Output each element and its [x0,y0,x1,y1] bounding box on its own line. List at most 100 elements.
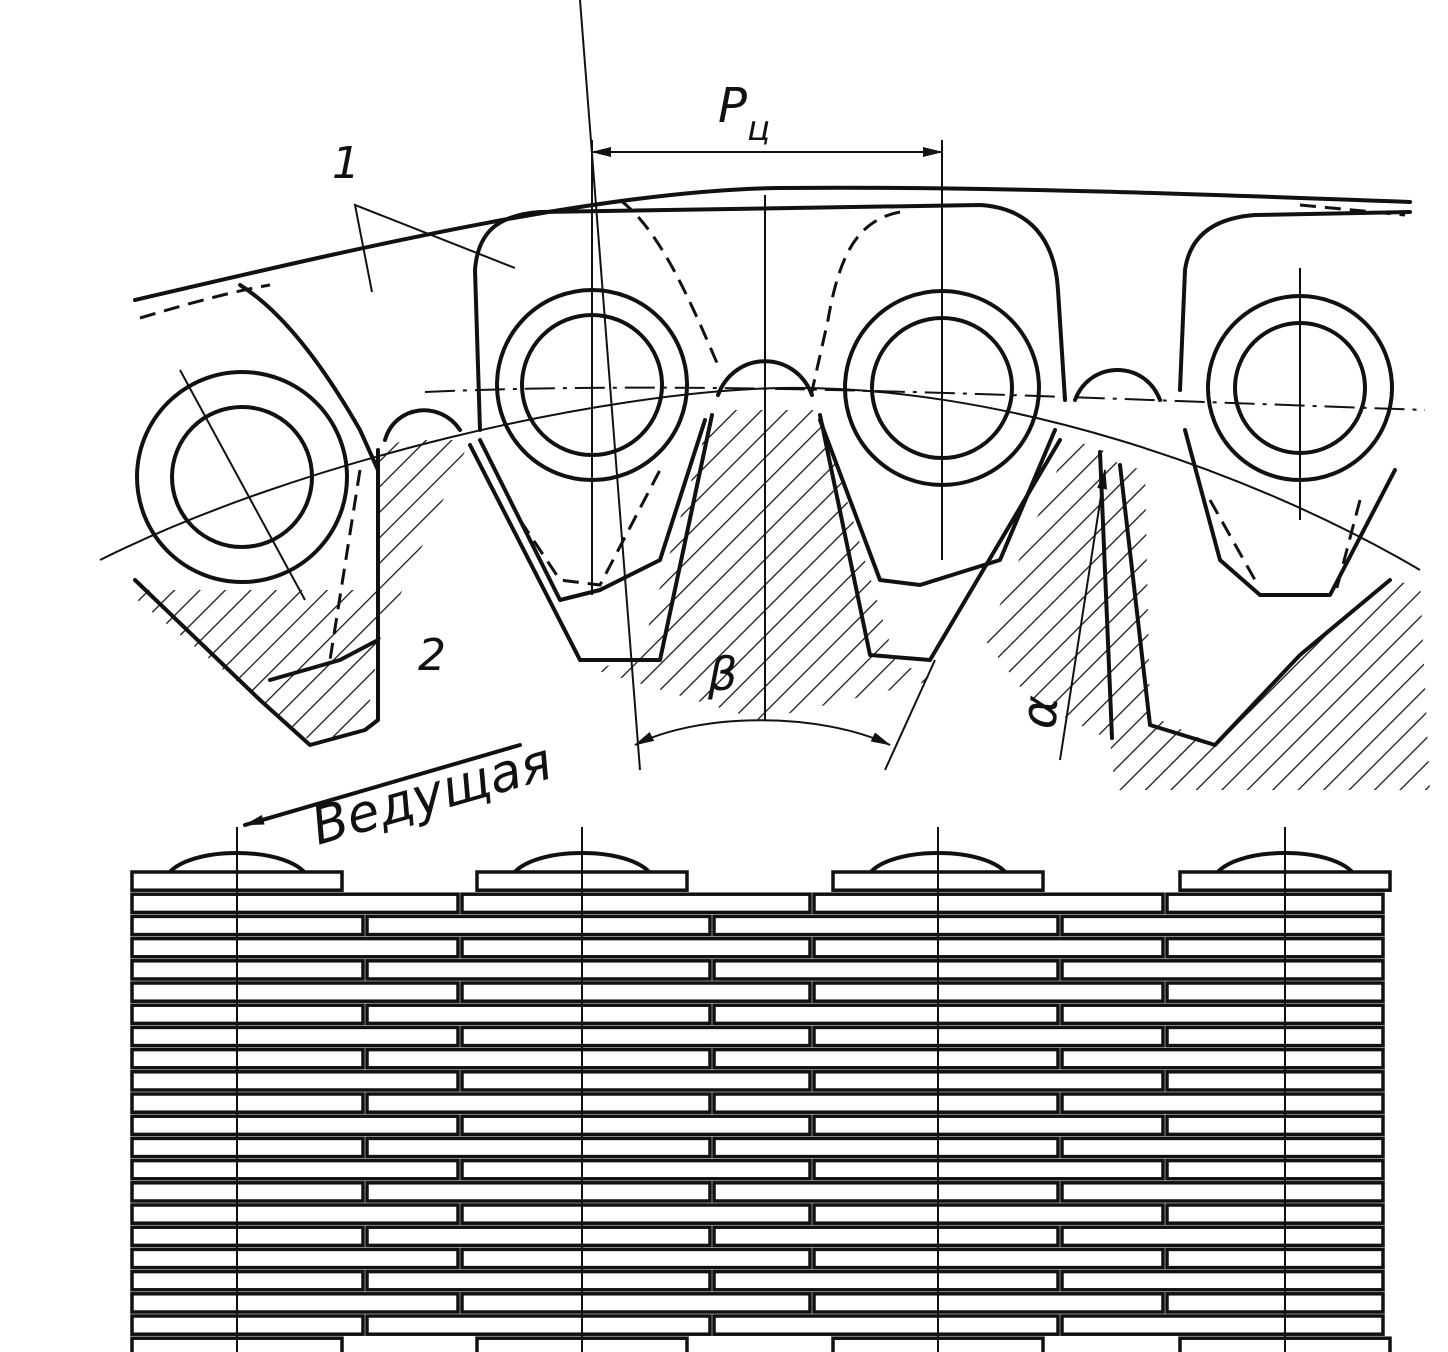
hidden-contour-right [1208,499,1362,596]
joint-inner-ring [170,405,314,549]
chain-center-line [424,386,1426,411]
chain-plate [812,1247,1165,1270]
chain-plate [460,1025,812,1048]
leader-chain [353,203,516,293]
label-sprocket: 2 [418,630,446,681]
chain-plate-right [1178,210,1412,392]
chain-plate [812,1114,1165,1137]
chain-plate [130,1225,365,1248]
chain-plate [460,936,812,959]
chain-plate [460,1070,812,1092]
sprocket-view: Pц 1 2 β α Ведущая [99,0,1430,858]
label-drive: Ведущая [305,732,559,858]
pitch-label: Pц [718,78,770,149]
chain-plate [812,936,1165,959]
chain-plate [712,914,1060,937]
chain-plate-middle [473,203,1067,432]
chain-plate [130,1092,365,1114]
chain-plate [365,1092,712,1114]
hidden-contour-middle-right [808,210,901,401]
chain-plate [460,1247,812,1270]
chain-plate [130,1314,365,1336]
chain-plate [365,1136,712,1159]
chain-plate [712,1225,1060,1248]
chain-plate [1165,1247,1385,1270]
sprocket-tooth-right [985,440,1430,790]
chain-plate [365,1314,712,1336]
chain-plate [365,1003,712,1026]
axis-lines [179,140,1301,720]
chain-plate [460,1292,812,1314]
chain-plate [130,1114,460,1137]
chain-plate [130,1070,460,1092]
tooth-tip-left [383,408,462,442]
chain-plate [1060,1092,1385,1114]
chain-plate [812,1292,1165,1314]
chain-plate [1165,892,1385,915]
chain-plate [1165,1025,1385,1048]
tooth-tip-right [1073,368,1162,402]
chain-plate [130,914,365,937]
chain-plate [712,1092,1060,1114]
chain-plate [460,1114,812,1137]
chain-plate [1060,1181,1385,1203]
alpha-arrow [1059,469,1108,761]
label-flank-angle: α [1009,693,1070,731]
chain-plate [130,936,460,959]
chain-plate [130,1047,365,1070]
drive-direction-arrow [243,743,522,827]
beta-arc [634,719,891,746]
chain-plate [130,1292,460,1314]
joint-outer-ring [135,370,349,584]
chain-plate [365,959,712,981]
chain-plate [460,981,812,1003]
chain-plate [130,1203,460,1225]
chain-plate [812,981,1165,1003]
chain-plate [365,1269,712,1292]
chain-plate-right-tooth [1183,428,1397,597]
chain-plate [1060,1225,1385,1248]
chain-plate-left [238,283,380,682]
chain-plate [130,1003,365,1026]
chain-plate [365,1181,712,1203]
chain-plate [130,892,460,915]
chain-plate [1060,1047,1385,1070]
chain-plate [812,892,1165,915]
hidden-contour-left [328,469,362,661]
chain-plate [812,1070,1165,1092]
chain-plate [812,1025,1165,1048]
chain-plate-middle-tooth-right [818,418,1057,587]
chain-plate [812,1203,1165,1225]
chain-plate [712,1269,1060,1292]
beta-line-right [884,659,936,771]
chain-plate [1165,1114,1385,1137]
chain-plate [1165,1158,1385,1181]
chain-plate [712,1181,1060,1203]
chain-plate [712,1136,1060,1159]
chain-plate [1060,1314,1385,1336]
chain-outer-contour [133,185,1412,302]
chain-plate [1165,1292,1385,1314]
chain-plate [130,981,460,1003]
hidden-contour-middle-left [619,198,722,371]
chain-plate [1165,1203,1385,1225]
chain-plate [460,1203,812,1225]
axis-joint-left [179,369,306,601]
label-tooth-angle: β [707,647,737,701]
sprocket-tooth-left [125,440,470,745]
chain-plate [130,1181,365,1203]
chain-plate [712,1047,1060,1070]
sprocket-left-flank [133,448,380,747]
beta-line-left [579,0,641,771]
chain-plate [130,1136,365,1159]
chain-plate [460,892,812,915]
sprocket-center-tooth-outline [468,413,1062,662]
chain-plate [1060,914,1385,937]
sprocket-right-flank [1098,450,1114,740]
chain-plate [1165,1070,1385,1092]
chain-plate [1060,1269,1385,1292]
sprocket-right-outline [1118,463,1392,747]
chain-plate [1165,981,1385,1003]
chain-plate [712,1314,1060,1336]
